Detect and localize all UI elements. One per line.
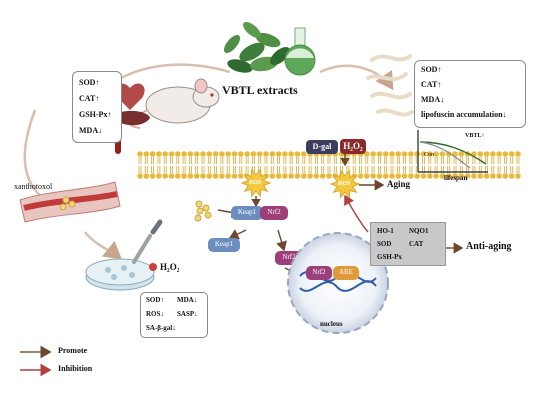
arrow-to-worms	[319, 64, 394, 91]
aging-label: Aging	[387, 179, 411, 189]
ros-label-1: ROS	[249, 180, 262, 186]
arrow-keap1-release	[228, 229, 247, 240]
ros-label-2: ROS	[338, 181, 351, 187]
gene-label: HO-1	[377, 227, 394, 235]
worm-marker: lipofuscin accumulation↓	[421, 110, 507, 119]
flask-icon	[284, 27, 316, 76]
cell-marker: SOD↑	[146, 296, 164, 304]
mouse-marker: MDA↓	[79, 126, 103, 135]
keap1-free	[208, 238, 240, 252]
keap1-label: Keap1	[237, 208, 257, 216]
worm-marker: MDA↓	[421, 95, 445, 104]
worm-marker: CAT↑	[421, 80, 442, 89]
compound-molecules	[195, 200, 210, 212]
gene-label: NQO1	[409, 227, 429, 235]
dgal-badge: D-gal	[306, 140, 338, 154]
worms-icon	[366, 54, 414, 117]
petri-dish-icon	[85, 258, 155, 291]
target-genes-box: HO-1 NQO1 SOD CAT GSH-Px	[370, 222, 446, 266]
cell-marker: SA-β-gal↓	[146, 324, 176, 332]
extract-title: VBTL extracts	[222, 83, 298, 97]
worm-marker: SOD↑	[421, 65, 442, 74]
vbtl-curve	[419, 141, 487, 165]
mouse-icon	[128, 78, 220, 129]
legend-inhibition: Inhibition	[58, 364, 93, 373]
lifespan-vbtl-label: VBTL↑	[465, 133, 485, 139]
lifespan-axis-label: lifespan	[444, 174, 468, 182]
cell-marker: ROS↓	[146, 310, 164, 318]
mouse-markers-box: SOD↑ CAT↑ GSH-Px↑ MDA↓	[72, 71, 122, 143]
ros-burst-2	[329, 169, 361, 199]
h2o2-drop-icon	[149, 263, 157, 271]
worm-markers-box: SOD↑ CAT↑ MDA↓ lipofuscin accumulation↓	[414, 60, 526, 128]
keap1-free-label: Keap1	[214, 240, 234, 248]
dish-h2o2-label: H₂O₂	[160, 262, 180, 272]
heart-icon	[115, 83, 145, 110]
mouse-marker: CAT↑	[79, 94, 100, 103]
gene-label: CAT	[409, 240, 424, 248]
nrf2-label: Nrf2	[267, 208, 281, 216]
arrow-left-loop	[23, 109, 46, 201]
h2o2-badge: H₂O₂	[340, 139, 366, 154]
lifespan-chart	[417, 130, 488, 173]
arrow-nrf2-release	[276, 229, 287, 252]
plant-icon	[223, 21, 290, 73]
anti-aging-label: Anti-aging	[466, 241, 512, 252]
legend-lines	[20, 345, 52, 377]
gene-label: GSH-Px	[377, 253, 402, 261]
cell-marker: MDA↓	[177, 296, 198, 304]
compound-label: xanthotoxol	[14, 182, 53, 191]
nucleus	[287, 232, 389, 334]
nrf2-free-label: Nrf2	[282, 253, 296, 261]
cell-markers-box: SOD↑ MDA↓ ROS↓ SASP↓ SA-β-gal↓	[140, 292, 208, 338]
xanthotoxol-molecules	[59, 196, 212, 222]
mouse-marker: GSH-Px↑	[79, 110, 112, 119]
lifespan-con-label: Con	[424, 152, 435, 158]
control-curve	[419, 141, 471, 169]
pipette-icon	[132, 219, 163, 264]
arrow-to-dish	[84, 231, 122, 260]
arrow-genes-inhibit-ros	[344, 194, 369, 233]
ros-burst-1	[240, 168, 272, 198]
legend-promote: Promote	[58, 346, 88, 355]
keap1-nrf2-complex	[231, 206, 288, 220]
are-label: ARE	[339, 268, 353, 276]
gene-label: SOD	[377, 240, 392, 248]
nucleus-label: nucleus	[320, 320, 343, 328]
cell-marker: SASP↓	[177, 310, 198, 318]
nrf2-nucleus-label: Nrf2	[312, 268, 326, 276]
mouse-marker: SOD↑	[79, 78, 100, 87]
